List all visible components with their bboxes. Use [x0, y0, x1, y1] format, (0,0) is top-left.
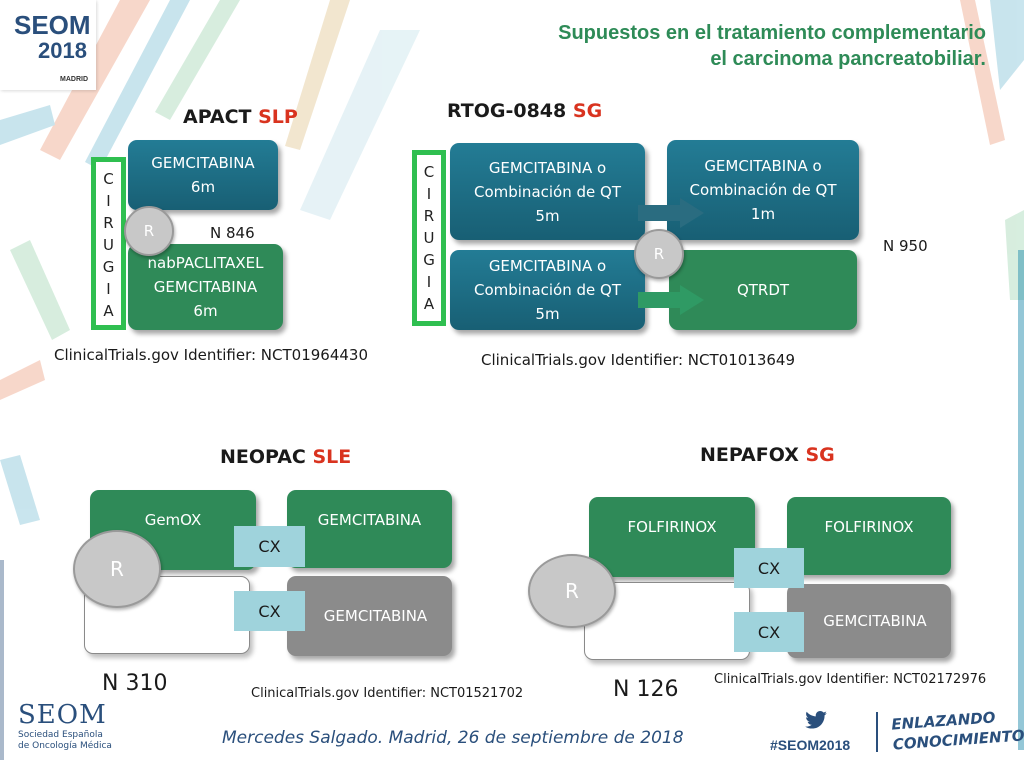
rtog-arm2-phase2-box: QTRDT — [669, 250, 857, 330]
apact-arm1-box: GEMCITABINA 6m — [128, 140, 278, 210]
nepafox-identifier: ClinicalTrials.gov Identifier: NCT021729… — [714, 672, 987, 687]
nepafox-surgery-cx-2: CX — [734, 612, 804, 652]
footer-seom-logo: SEOM — [18, 700, 107, 730]
footer-divider — [876, 712, 878, 752]
arrow-right-icon — [638, 198, 704, 228]
neopac-surgery-cx-2: CX — [234, 591, 305, 631]
slide-title: Supuestos en el tratamiento complementar… — [366, 20, 986, 72]
footer-author: Mercedes Salgado. Madrid, 26 de septiemb… — [222, 728, 684, 748]
neopac-randomization-circle: R — [73, 530, 161, 608]
logo-city: MADRID — [60, 76, 88, 83]
seom-2018-logo — [0, 0, 96, 90]
nepafox-n: N 126 — [613, 677, 679, 702]
nepafox-arm1-pre-box: FOLFIRINOX — [589, 497, 755, 577]
footer-seom-subtitle: Sociedad Española de Oncología Médica — [18, 730, 112, 751]
arrow-right-icon — [638, 285, 704, 315]
rtog-identifier: ClinicalTrials.gov Identifier: NCT010136… — [481, 351, 796, 369]
nepafox-randomization-circle: R — [528, 554, 616, 628]
nepafox-surgery-cx-1: CX — [734, 548, 804, 588]
neopac-surgery-cx-1: CX — [234, 526, 305, 567]
rtog-title: RTOG-0848 SG — [447, 100, 603, 122]
apact-arm2-box: nabPACLITAXEL GEMCITABINA 6m — [128, 244, 283, 330]
rtog-arrow-2 — [638, 285, 704, 315]
rtog-arm1-phase2-box: GEMCITABINA o Combinación de QT 1m — [667, 140, 859, 240]
nepafox-arm1-post-box: FOLFIRINOX — [787, 497, 951, 575]
rtog-arm2-phase1-box: GEMCITABINA o Combinación de QT 5m — [450, 250, 645, 330]
neopac-endpoint: SLE — [312, 446, 352, 468]
apact-n: N 846 — [210, 224, 255, 242]
slide-title-line2: el carcinoma pancreatobiliar. — [710, 48, 986, 70]
apact-identifier: ClinicalTrials.gov Identifier: NCT019644… — [54, 346, 369, 364]
neopac-arm1-post-box: GEMCITABINA — [287, 490, 452, 568]
rtog-randomization-circle: R — [634, 229, 684, 279]
apact-endpoint: SLP — [258, 106, 298, 128]
nepafox-endpoint: SG — [805, 444, 835, 466]
rtog-arm1-phase1-box: GEMCITABINA o Combinación de QT 5m — [450, 143, 645, 240]
logo-year: 2018 — [38, 38, 87, 63]
neopac-arm2-post-box: GEMCITABINA — [287, 576, 452, 656]
logo-brand: SEOM — [14, 10, 91, 40]
neopac-title: NEOPAC SLE — [220, 446, 352, 468]
nepafox-title: NEPAFOX SG — [700, 444, 835, 466]
rtog-endpoint: SG — [572, 100, 603, 122]
twitter-icon — [805, 711, 827, 729]
apact-randomization-circle: R — [124, 206, 174, 256]
nepafox-arm2-post-box: GEMCITABINA — [787, 584, 951, 658]
slide-title-line1: Supuestos en el tratamiento complementar… — [558, 22, 986, 44]
footer-hashtag: #SEOM2018 — [770, 737, 851, 753]
apact-title: APACT SLP — [183, 106, 298, 128]
rtog-n: N 950 — [883, 237, 928, 255]
rtog-arrow-1 — [638, 198, 704, 228]
neopac-n: N 310 — [102, 671, 168, 696]
neopac-identifier: ClinicalTrials.gov Identifier: NCT015217… — [251, 686, 524, 701]
